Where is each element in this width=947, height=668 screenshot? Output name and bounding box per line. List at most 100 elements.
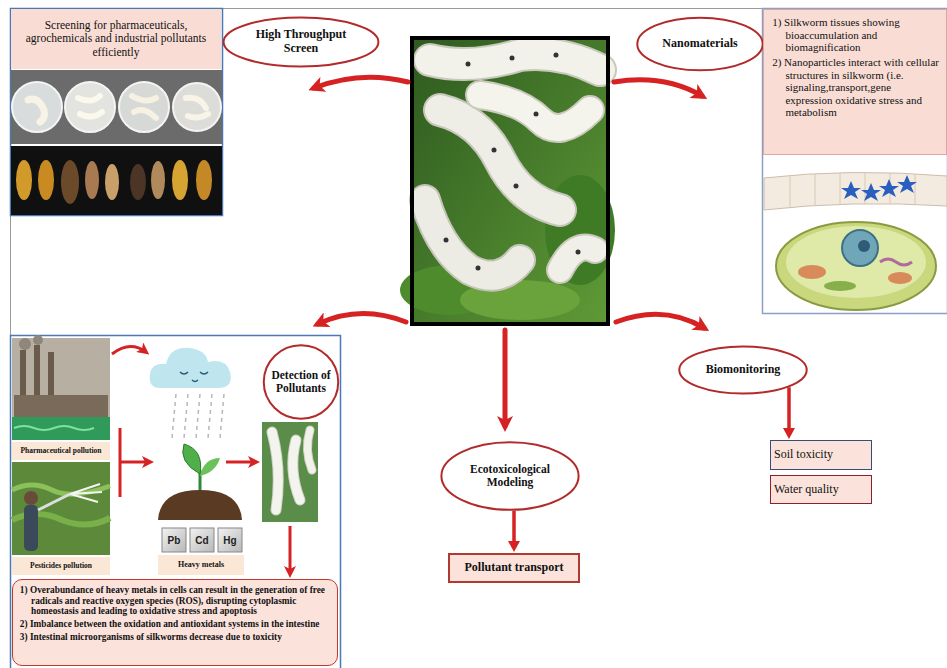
screening-panel xyxy=(38,160,54,200)
branch-arrow xyxy=(503,330,508,426)
element-symbol: Pb xyxy=(162,528,186,552)
detection-panel xyxy=(14,395,108,417)
screening-panel xyxy=(78,96,100,101)
detection-panel xyxy=(272,430,312,510)
node-text: Pollutant transport xyxy=(453,561,575,575)
text-holder: High Throughput Screen xyxy=(240,28,363,56)
detection-panel xyxy=(12,417,110,440)
nanomaterials-panel xyxy=(861,183,881,201)
text-holder: Biomonitoring xyxy=(691,363,795,377)
text-holder: Soil toxicity xyxy=(774,448,868,462)
outcome-box: Soil toxicity xyxy=(770,440,872,470)
arrow-head xyxy=(783,428,795,439)
text-holder: 1) Silkworm tissues showing bioaccumulat… xyxy=(770,16,940,119)
detection-panel xyxy=(20,350,26,400)
detection-panel xyxy=(272,432,278,510)
detection-panel xyxy=(70,484,102,502)
detection-panel xyxy=(158,490,242,520)
detection-panel xyxy=(293,440,300,500)
text-holder: Heavy metals xyxy=(159,560,243,569)
element-symbol: Cd xyxy=(190,528,214,552)
text-holder: Detection of Pollutants xyxy=(269,369,334,395)
screening-panel xyxy=(61,160,79,204)
detection-panel xyxy=(289,526,292,574)
branch-arrow xyxy=(318,313,406,324)
list-item: 2) Imbalance between the oxidation and a… xyxy=(18,619,332,630)
silkworm-photo xyxy=(534,112,539,117)
screening-panel xyxy=(80,112,102,117)
silkworm-photo xyxy=(480,95,590,128)
screening-panel xyxy=(132,96,156,101)
detection-panel xyxy=(12,462,110,555)
text-holder: 1) Overabundance of heavy metals in cell… xyxy=(18,585,332,642)
flow-line xyxy=(787,387,791,431)
screening-panel xyxy=(172,160,188,200)
topic-ellipse: High Throughput Screen xyxy=(222,16,380,68)
detection-panel xyxy=(262,422,318,522)
effects-list: 1) Overabundance of heavy metals in cell… xyxy=(12,579,338,666)
screening-panel xyxy=(186,98,206,108)
text-holder: Water quality xyxy=(774,483,868,497)
node-text: Ecotoxicological Modeling xyxy=(454,463,566,489)
detection-panel xyxy=(183,444,201,474)
outcome-box: Pollutant transport xyxy=(448,553,580,583)
silkworm-photo xyxy=(514,184,519,189)
topic-ellipse: Biomonitoring xyxy=(678,345,808,395)
flow-arrow xyxy=(508,511,520,552)
nanomaterials-panel xyxy=(897,175,917,193)
flow-line xyxy=(512,511,516,544)
nanomaterials-panel xyxy=(915,174,916,204)
list-item: 2) Nanoparticles interact with cellular … xyxy=(770,56,940,119)
silkworm-photo xyxy=(576,250,581,255)
silkworm-photo xyxy=(444,53,581,271)
detection-panel xyxy=(19,338,31,350)
detection-panel xyxy=(112,346,146,354)
ellipse-outline xyxy=(224,18,379,67)
ellipse-outline xyxy=(264,345,338,418)
nanomaterials-panel xyxy=(764,172,947,210)
silkworm-photo xyxy=(510,56,515,61)
nanomaterials-panel xyxy=(880,259,912,265)
nanomaterials-panel xyxy=(790,176,791,208)
nanomaterials-panel xyxy=(798,265,826,279)
screening-panel xyxy=(28,99,45,122)
screening-panel xyxy=(130,164,146,200)
screening-panel xyxy=(11,146,222,215)
topic-ellipse: Nanomaterials xyxy=(636,16,764,72)
list-item: 1) Silkworm tissues showing bioaccumulat… xyxy=(770,16,940,54)
screening-panel xyxy=(119,82,169,132)
screening-panel xyxy=(173,83,221,131)
screening-panel xyxy=(16,160,32,200)
silkworm-photo xyxy=(492,148,497,153)
text-holder: Ecotoxicological Modeling xyxy=(454,463,566,489)
screening-panel xyxy=(188,114,208,118)
detection-panel xyxy=(192,380,198,382)
branch-arrow xyxy=(314,77,704,426)
text-holder: Pollutant transport xyxy=(453,561,575,575)
branch-arrow xyxy=(314,77,408,88)
silkworm-photo xyxy=(425,200,520,276)
silkworm-photo xyxy=(425,200,520,276)
source-label: Heavy metals xyxy=(158,555,244,575)
detection-panel xyxy=(180,372,208,374)
detection-panel xyxy=(24,505,38,551)
detection-panel xyxy=(14,426,94,430)
caption-band: Screening for pharmaceuticals, agrochemi… xyxy=(11,9,221,69)
silkworm-photo xyxy=(412,38,608,324)
detection-panel xyxy=(48,352,54,400)
detection-panel xyxy=(196,394,200,438)
screening-panel xyxy=(11,9,223,216)
screening-panel xyxy=(11,70,222,144)
node-text: Screening for pharmaceuticals, agrochemi… xyxy=(16,19,216,59)
node-text: Soil toxicity xyxy=(774,448,868,462)
detection-panel xyxy=(226,461,256,464)
detection-panel xyxy=(272,432,278,510)
nanomaterials-panel xyxy=(841,181,861,199)
nanomaterials-panel xyxy=(763,9,947,314)
detection-panel xyxy=(172,394,176,438)
nanomaterials-panel xyxy=(842,230,878,266)
detection-panel xyxy=(24,491,38,505)
silkworm-photo xyxy=(444,238,449,243)
detection-panel xyxy=(11,335,341,668)
